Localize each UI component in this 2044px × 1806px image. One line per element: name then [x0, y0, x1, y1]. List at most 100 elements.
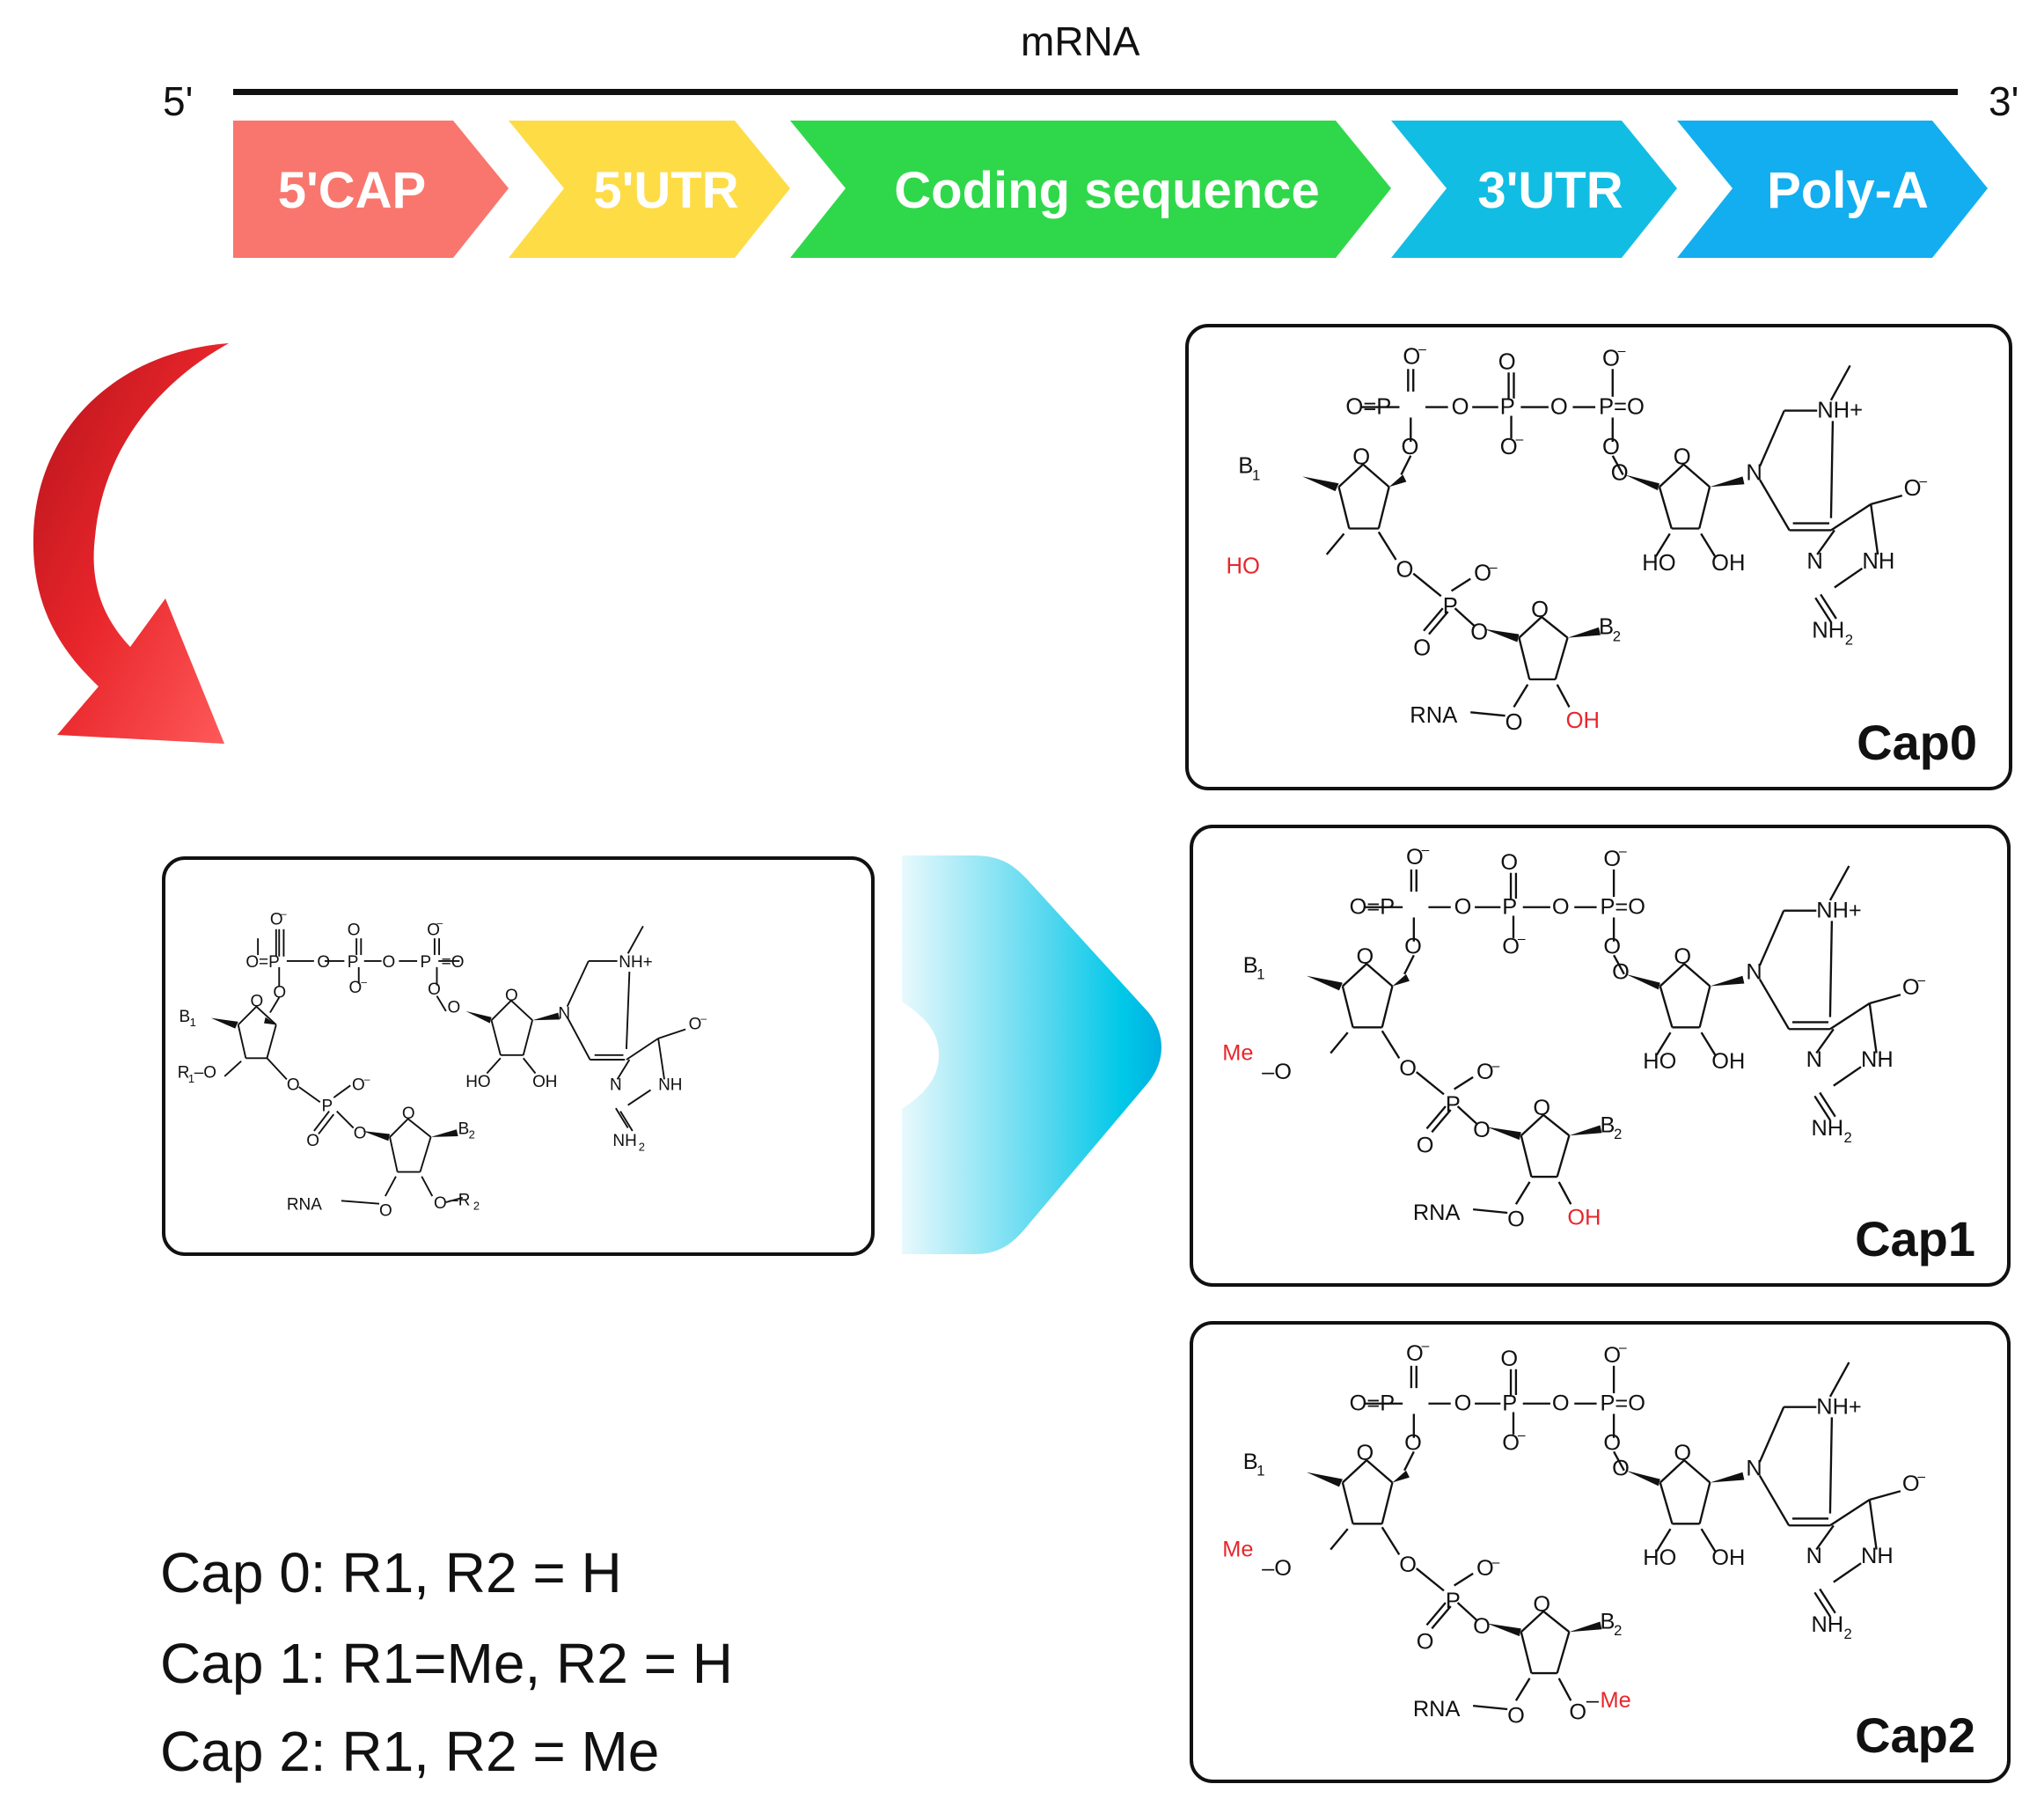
- svg-text:–: –: [1490, 561, 1498, 576]
- svg-text:NH: NH: [658, 1076, 682, 1094]
- svg-text:O: O: [1500, 435, 1518, 459]
- svg-text:O: O: [1506, 710, 1523, 735]
- svg-text:N: N: [558, 1004, 570, 1023]
- svg-text:O: O: [1500, 850, 1518, 875]
- cap1-r1-group: Me: [1222, 1040, 1253, 1065]
- cap2-r1-group: Me: [1222, 1537, 1253, 1561]
- svg-text:–: –: [1418, 342, 1426, 357]
- svg-text:O=P: O=P: [1350, 895, 1395, 920]
- svg-text:–: –: [1515, 432, 1523, 447]
- segment-polya-label: Poly-A: [1767, 162, 1929, 219]
- svg-text:B: B: [1601, 1112, 1615, 1137]
- svg-text:O: O: [1474, 562, 1491, 586]
- cap1-r2-group: OH: [1567, 1206, 1601, 1230]
- svg-text:–: –: [1619, 844, 1627, 859]
- svg-text:RNA: RNA: [287, 1196, 322, 1215]
- svg-text:O: O: [379, 1202, 392, 1221]
- svg-text:HO: HO: [1643, 1049, 1676, 1074]
- svg-text:–O: –O: [194, 1064, 216, 1083]
- svg-text:O: O: [428, 980, 441, 999]
- svg-text:–: –: [281, 907, 287, 920]
- svg-text:P: P: [1446, 1589, 1461, 1613]
- svg-text:2: 2: [1614, 1622, 1622, 1639]
- svg-text:O: O: [1476, 1556, 1494, 1581]
- svg-text:O: O: [1902, 1472, 1920, 1496]
- cap0-r2-group: OH: [1566, 708, 1600, 733]
- svg-text:O: O: [1399, 1553, 1417, 1577]
- svg-text:N: N: [1746, 1457, 1762, 1481]
- svg-text:B: B: [1243, 953, 1258, 978]
- svg-text:O: O: [1612, 960, 1630, 985]
- svg-text:O: O: [1452, 394, 1469, 419]
- svg-text:O: O: [354, 1125, 367, 1143]
- svg-text:O=P: O=P: [245, 953, 279, 972]
- svg-text:N: N: [1806, 1544, 1822, 1568]
- svg-text:OH: OH: [1711, 1545, 1745, 1570]
- svg-text:O: O: [1603, 1343, 1621, 1368]
- svg-text:NH: NH: [612, 1132, 636, 1150]
- svg-text:–: –: [1917, 973, 1925, 988]
- svg-text:O: O: [1473, 1614, 1491, 1639]
- svg-text:NH: NH: [1811, 1612, 1843, 1637]
- three-prime-label: 3': [1989, 78, 2019, 124]
- segment-5cap-shape: [233, 121, 509, 258]
- svg-text:O: O: [1356, 944, 1374, 969]
- svg-text:O: O: [1404, 1430, 1422, 1455]
- svg-text:O: O: [1904, 476, 1922, 501]
- svg-text:O: O: [1674, 944, 1691, 969]
- svg-text:2: 2: [1844, 1626, 1852, 1642]
- svg-text:–: –: [1618, 344, 1626, 359]
- svg-text:O: O: [1602, 435, 1620, 459]
- svg-text:O: O: [1406, 845, 1424, 870]
- strand-line: [233, 89, 1958, 95]
- svg-text:P: P: [1502, 1391, 1517, 1416]
- segment-5cap: 5'CAP: [233, 121, 509, 258]
- svg-text:N: N: [1806, 549, 1822, 574]
- svg-text:–: –: [364, 1073, 370, 1085]
- svg-text:NH: NH: [1862, 549, 1894, 574]
- svg-text:–: –: [1518, 1428, 1526, 1443]
- svg-text:O: O: [317, 953, 330, 972]
- svg-text:B: B: [1243, 1450, 1258, 1474]
- svg-text:O=P: O=P: [1345, 394, 1391, 419]
- svg-text:O: O: [1531, 598, 1549, 622]
- svg-text:O: O: [1552, 895, 1570, 920]
- svg-text:P: P: [1500, 394, 1515, 419]
- svg-text:R: R: [178, 1064, 190, 1083]
- svg-text:O: O: [349, 979, 363, 997]
- svg-text:O=P: O=P: [1350, 1391, 1395, 1416]
- svg-text:O: O: [1413, 635, 1431, 660]
- curved-arrow-shape: [33, 343, 230, 744]
- svg-text:OH: OH: [532, 1073, 557, 1091]
- svg-text:O: O: [1552, 1391, 1570, 1416]
- svg-text:–: –: [1422, 1339, 1430, 1354]
- svg-text:O: O: [434, 1194, 447, 1213]
- svg-text:O: O: [1399, 1056, 1417, 1081]
- transition-arrow-shape: [902, 855, 1161, 1254]
- svg-text:O: O: [1612, 1457, 1630, 1481]
- svg-text:O: O: [402, 1105, 415, 1123]
- svg-text:O: O: [1507, 1208, 1525, 1232]
- segment-coding-shape: [790, 121, 1391, 258]
- svg-text:O: O: [1454, 1391, 1472, 1416]
- svg-text:O: O: [1396, 558, 1414, 583]
- svg-text:O: O: [1403, 344, 1420, 369]
- svg-text:O: O: [382, 953, 395, 972]
- svg-text:–: –: [1492, 1555, 1500, 1570]
- svg-text:O: O: [1404, 934, 1422, 958]
- svg-text:NH: NH: [1811, 1116, 1843, 1141]
- segment-5utr: 5'UTR: [509, 121, 790, 258]
- svg-text:2: 2: [639, 1140, 645, 1153]
- svg-text:O: O: [1470, 620, 1488, 645]
- svg-text:1: 1: [190, 1016, 196, 1029]
- svg-text:O: O: [1611, 460, 1629, 485]
- svg-text:2: 2: [1613, 628, 1621, 645]
- svg-text:–: –: [1619, 1340, 1627, 1355]
- svg-text:O: O: [1602, 346, 1620, 371]
- cap1-title: Cap1: [1855, 1211, 1975, 1266]
- svg-text:O: O: [1533, 1096, 1550, 1120]
- svg-text:O: O: [1674, 445, 1691, 470]
